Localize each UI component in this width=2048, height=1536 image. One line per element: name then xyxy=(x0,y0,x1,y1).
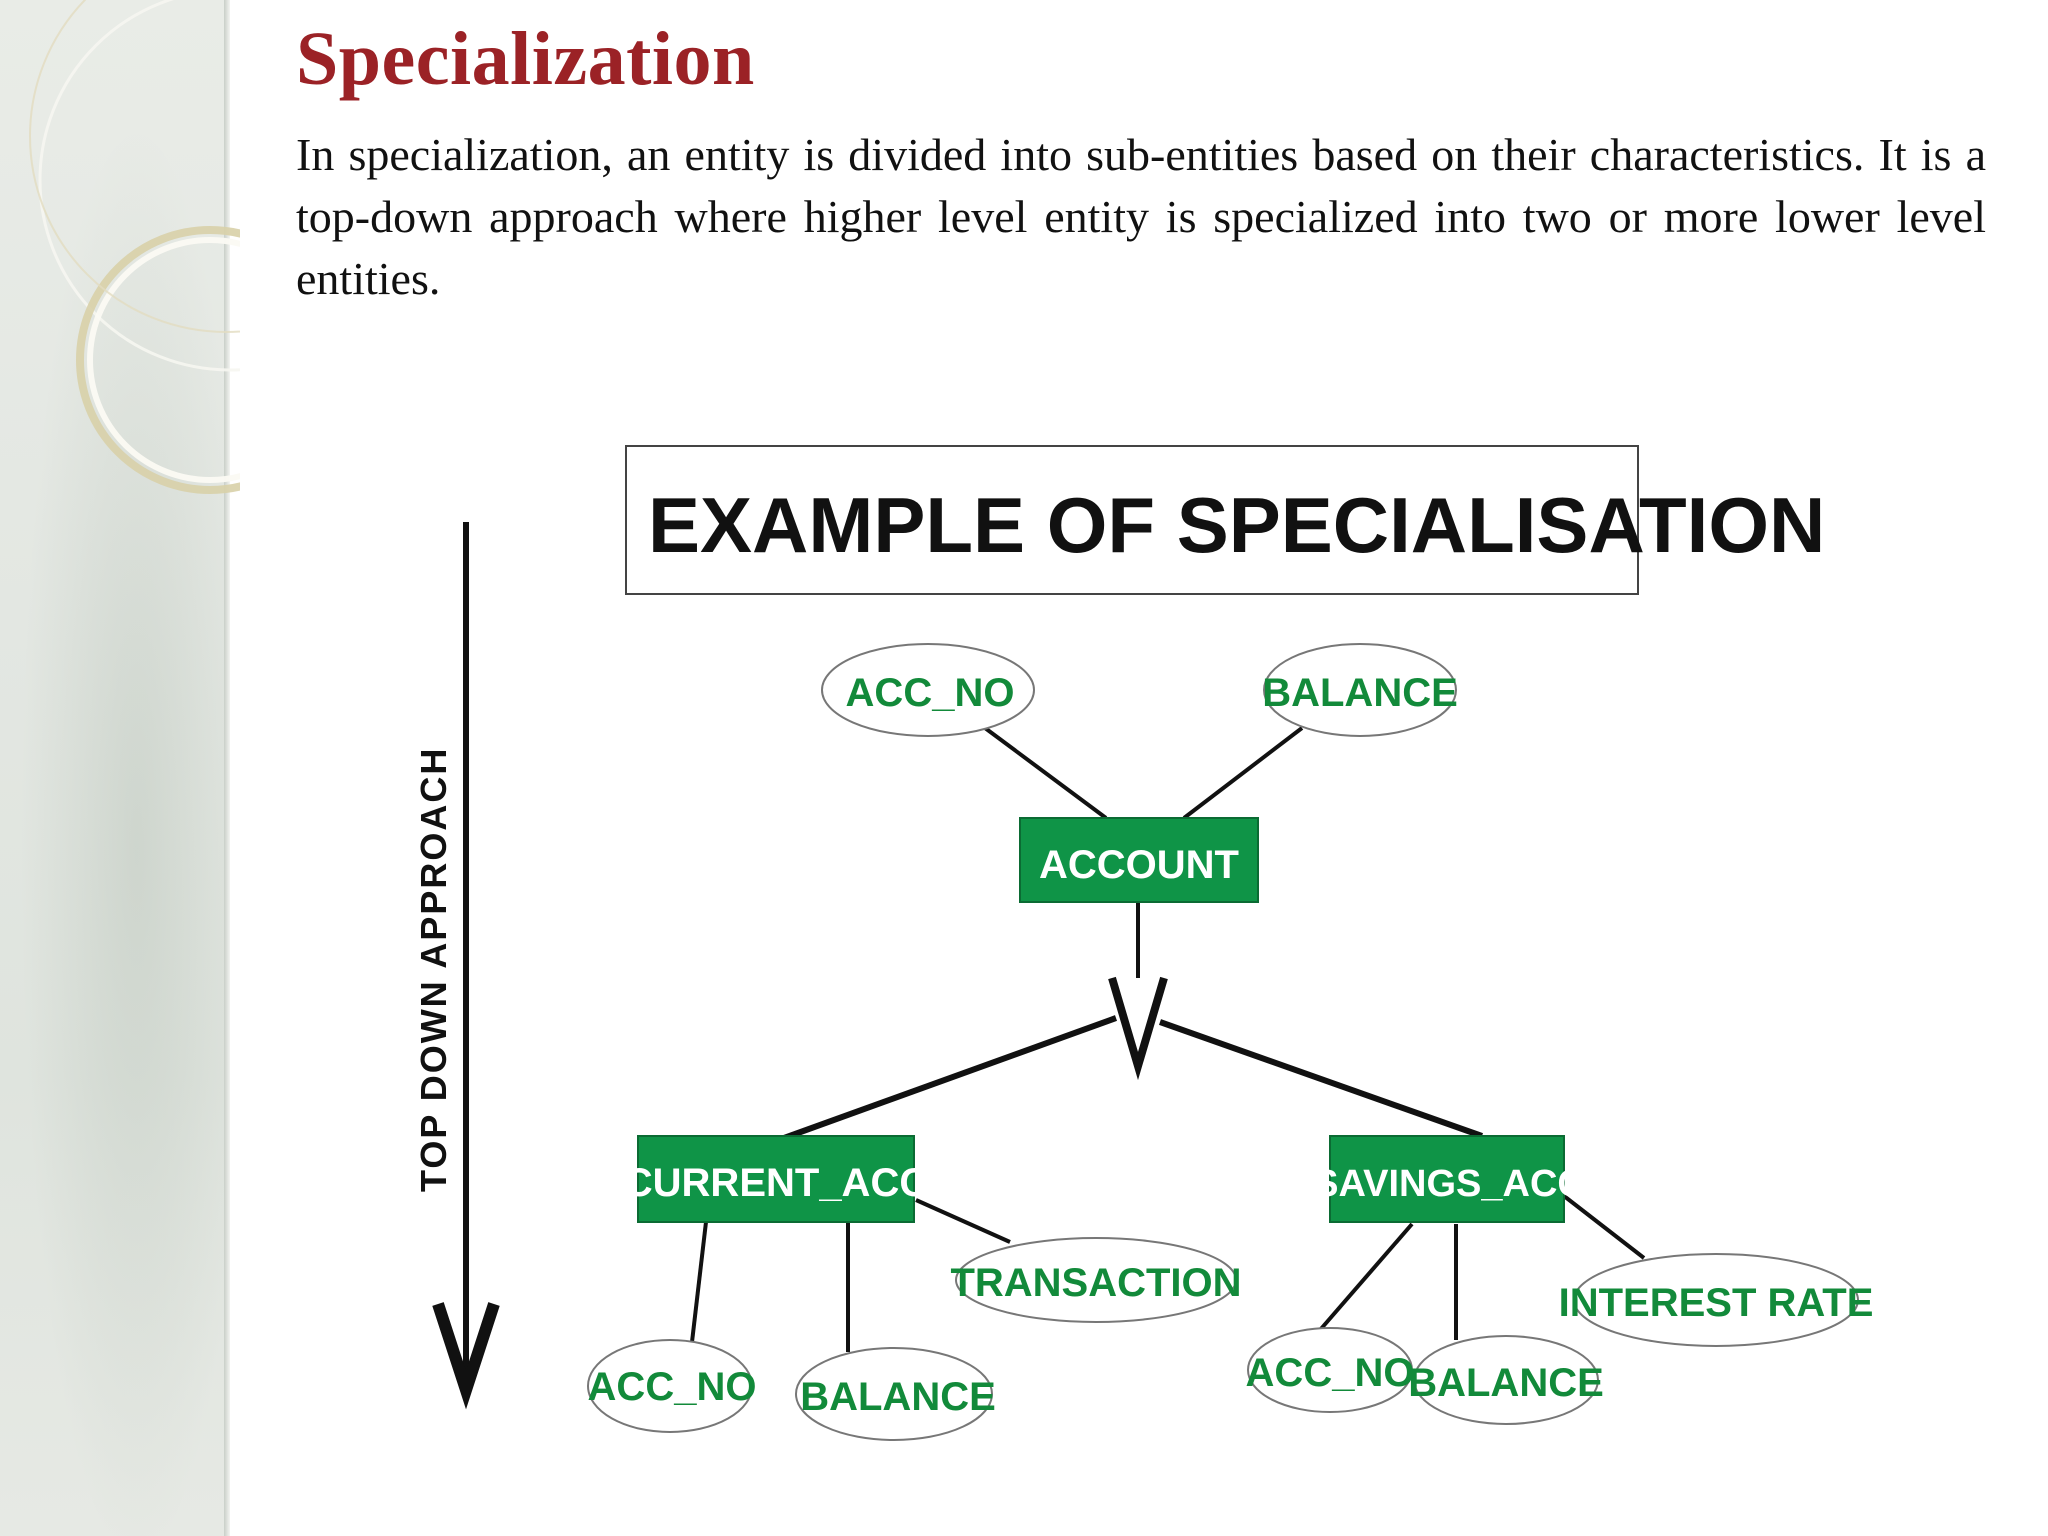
attr-account-accno-label: ACC_NO xyxy=(846,671,1015,715)
attr-savings-balance-label: BALANCE xyxy=(1408,1361,1604,1405)
attr-savings-interest-rate xyxy=(1573,1253,1859,1347)
attr-savings-accno xyxy=(1247,1327,1413,1413)
decorative-rings xyxy=(29,0,240,494)
entity-current-acc xyxy=(637,1135,915,1223)
side-panel-edge xyxy=(224,0,230,1536)
decorative-side-panel xyxy=(0,0,228,1536)
line-isa-savings xyxy=(1158,1019,1484,1139)
entity-current-acc-label: CURRENT_ACC xyxy=(624,1161,928,1205)
attr-current-transaction xyxy=(955,1237,1237,1323)
attr-current-balance-label: BALANCE xyxy=(800,1375,996,1419)
direction-label: TOP DOWN APPROACH xyxy=(413,747,454,1192)
entity-account xyxy=(1019,817,1259,903)
diagram-banner-box xyxy=(625,445,1639,595)
attr-account-balance xyxy=(1263,643,1457,737)
line-isa-current xyxy=(782,1015,1118,1141)
entity-account-label: ACCOUNT xyxy=(1039,843,1239,887)
top-down-arrow-head xyxy=(432,1302,500,1410)
entity-savings-acc-label: SAVINGS_ACC xyxy=(1313,1163,1585,1205)
attr-savings-accno-label: ACC_NO xyxy=(1246,1351,1415,1395)
slide-title: Specialization xyxy=(296,17,755,101)
connector-lines xyxy=(690,726,1646,1352)
line-current-accno xyxy=(690,1221,708,1343)
attr-current-transaction-label: TRANSACTION xyxy=(950,1261,1241,1305)
attr-current-balance xyxy=(795,1347,993,1441)
line-savings-interest xyxy=(1562,1194,1646,1260)
attr-savings-interest-rate-label: INTEREST RATE xyxy=(1559,1281,1874,1325)
attr-savings-balance xyxy=(1413,1335,1599,1425)
line-savings-accno xyxy=(1318,1222,1414,1332)
attr-account-accno xyxy=(821,643,1035,737)
line-current-transaction xyxy=(915,1198,1011,1244)
side-panel-shade xyxy=(0,0,228,1536)
isa-triangle xyxy=(1108,976,1168,1081)
slide-body-text: In specialization, an entity is divided … xyxy=(296,129,1986,304)
diagram-banner-title: EXAMPLE OF SPECIALISATION xyxy=(648,481,1825,569)
line-account-balance xyxy=(1182,726,1304,820)
line-account-accno xyxy=(983,726,1108,820)
attr-current-accno-label: ACC_NO xyxy=(588,1365,757,1409)
attr-account-balance-label: BALANCE xyxy=(1262,671,1458,715)
entity-savings-acc xyxy=(1329,1135,1565,1223)
attr-current-accno xyxy=(587,1339,753,1433)
